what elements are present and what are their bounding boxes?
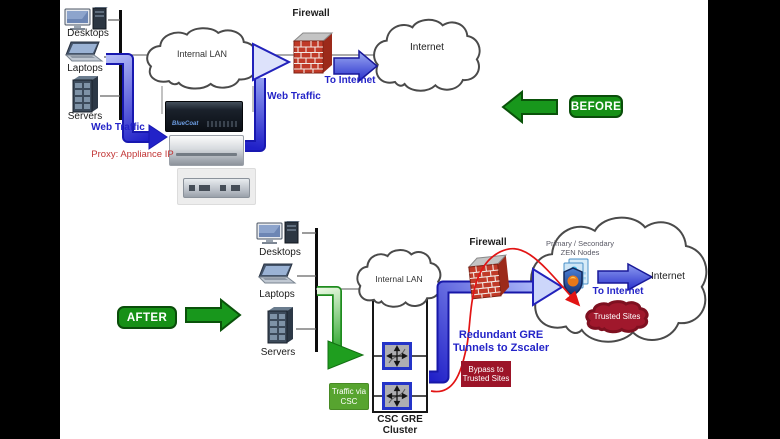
before-badge: BEFORE <box>569 95 623 118</box>
to-internet-arrow-after <box>597 262 654 292</box>
after-badge: AFTER <box>117 306 177 329</box>
endpoint-label-desktops: Desktops <box>67 28 109 39</box>
zen-node-icon <box>563 258 589 296</box>
to-internet-label-before: To Internet <box>324 75 376 86</box>
endpoint-label-servers: Servers <box>67 111 103 122</box>
internet-cloud-before <box>371 16 483 96</box>
internal-lan-cloud-before <box>144 25 260 93</box>
server-tower-icon <box>267 307 293 344</box>
endpoint-label-desktops: Desktops <box>259 247 301 258</box>
before-direction-arrow <box>501 89 558 125</box>
firewall-icon-after <box>467 254 510 300</box>
trusted-sites-label: Trusted Sites <box>593 312 641 321</box>
appliance-bracket <box>161 86 254 114</box>
web-traffic-label-left: Web Traffic <box>91 122 145 133</box>
internal-lan-cloud-after <box>355 247 443 311</box>
firewall-icon-before <box>292 32 334 74</box>
csc-switch-icon-primary <box>382 342 412 370</box>
internet-label-before: Internet <box>410 42 444 53</box>
rack-server-chassis <box>182 178 251 199</box>
traffic-via-csc-arrow <box>317 286 365 370</box>
bypass-curve <box>430 247 581 393</box>
appliance-vents <box>207 121 237 127</box>
bypass-trusted-sites-box: Bypass to Trusted Sites <box>461 361 511 387</box>
desktop-icon <box>64 7 108 30</box>
laptop-icon <box>257 263 297 284</box>
bluecoat-brand-label: BlueCoat <box>172 121 199 127</box>
trusted-sites-cloud <box>585 300 649 334</box>
endpoint-label-laptops: Laptops <box>67 63 103 74</box>
proxy-appliance-rack-server <box>177 168 256 205</box>
internal-lan-label-before: Internal LAN <box>176 49 228 59</box>
network-diagram: BlueCoat <box>60 0 708 439</box>
web-traffic-arrow-to-proxy <box>106 53 168 150</box>
firewall-label-before: Firewall <box>292 8 330 19</box>
traffic-via-csc-box: Traffic via CSC <box>329 383 369 410</box>
internet-label-after: Internet <box>651 271 685 282</box>
zen-nodes-label-line2: ZEN Nodes <box>560 248 600 257</box>
endpoint-label-laptops: Laptops <box>259 289 295 300</box>
proxy-appliance-silver <box>169 135 244 166</box>
appliance-slot <box>175 152 238 156</box>
redundant-gre-label: Redundant GRE Tunnels to Zscaler <box>452 329 550 354</box>
internal-lan-label-after: Internal LAN <box>375 274 423 284</box>
firewall-label-after: Firewall <box>469 237 507 248</box>
csc-gre-cluster-label: CSC GRE Cluster <box>377 414 423 436</box>
laptop-icon <box>64 41 104 62</box>
endpoint-label-servers: Servers <box>260 347 296 358</box>
web-traffic-arrow-to-firewall <box>245 42 292 152</box>
to-internet-arrow-before <box>333 49 379 83</box>
csc-switch-icon-secondary <box>382 382 412 410</box>
proxy-appliance-ip-label: Proxy: Appliance IP <box>91 149 174 160</box>
after-direction-arrow <box>185 297 242 333</box>
desktop-icon <box>256 221 300 244</box>
zen-nodes-label-line1: Primary / Secondary <box>546 239 614 248</box>
server-tower-icon <box>72 76 98 113</box>
after-bus-line <box>315 228 318 352</box>
to-internet-label-after: To Internet <box>592 286 644 297</box>
proxy-appliance-bluecoat: BlueCoat <box>165 101 243 132</box>
after-endpoint-connectors <box>296 232 316 330</box>
web-traffic-label-right: Web Traffic <box>267 91 321 102</box>
